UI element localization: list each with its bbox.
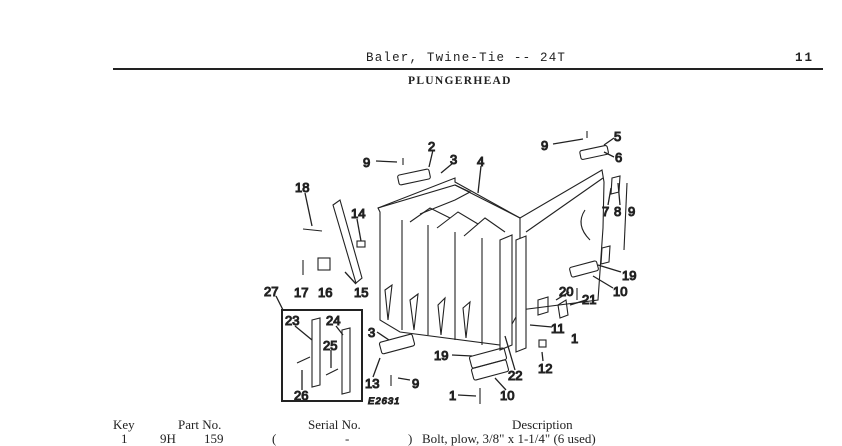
callout: 3 [450, 152, 457, 167]
callout: 5 [614, 129, 621, 144]
table-header-serial-no: Serial No. [308, 417, 361, 432]
callout: 23 [285, 313, 299, 328]
row-key: 1 [121, 431, 128, 446]
row-part-prefix: 9H [160, 431, 176, 446]
row-serial-close: ) [408, 431, 413, 446]
callout: 7 [602, 204, 609, 219]
callout: 21 [582, 292, 596, 307]
section-title: PLUNGERHEAD [408, 75, 512, 87]
callout: 3 [368, 325, 375, 340]
callout: 4 [477, 154, 484, 169]
callout: 8 [614, 204, 621, 219]
table-header-key: Key [113, 417, 135, 432]
inset-box [281, 309, 363, 402]
callout: 20 [559, 284, 573, 299]
callout: 9 [628, 204, 635, 219]
callout: 17 [294, 285, 308, 300]
callout: 15 [354, 285, 368, 300]
row-serial-open: ( [272, 431, 277, 446]
callout: 6 [615, 150, 622, 165]
table-header-description: Description [512, 417, 573, 432]
row-description: Bolt, plow, 3/8" x 1-1/4" (6 used) [422, 431, 596, 446]
row-serial-dash: - [345, 431, 350, 446]
callout: 14 [351, 206, 365, 221]
callout: 27 [264, 284, 278, 299]
page-header-title: Baler, Twine-Tie -- 24T [366, 51, 567, 65]
table-header-part-no: Part No. [178, 417, 222, 432]
callout: 11 [551, 321, 565, 336]
callout: 9 [363, 155, 370, 170]
callout: 18 [295, 180, 309, 195]
header-rule [113, 68, 823, 70]
plungerhead-frame [377, 169, 605, 353]
callout: 10 [613, 284, 627, 299]
callout: 24 [326, 313, 340, 328]
small-parts [302, 131, 628, 404]
row-part-no: 159 [204, 431, 224, 446]
callout: 1 [571, 331, 578, 346]
callout: 25 [323, 338, 337, 353]
leader-lines [275, 137, 622, 397]
callout: 12 [538, 361, 552, 376]
callout: 13 [365, 376, 379, 391]
figure-id: E2631 [368, 396, 400, 407]
callout: 9 [412, 376, 419, 391]
callout: 26 [294, 388, 308, 403]
callout: 1 [449, 388, 456, 403]
callout: 19 [622, 268, 636, 283]
callout: 16 [318, 285, 332, 300]
callout: 2 [428, 139, 435, 154]
page-number: 11 [795, 51, 815, 65]
callout: 9 [541, 138, 548, 153]
callout: 19 [434, 348, 448, 363]
callout: 22 [508, 368, 522, 383]
callout-labels: 2 3 9 4 9 5 6 18 14 7 8 9 19 10 17 16 15… [263, 128, 637, 407]
callout: 10 [500, 388, 514, 403]
